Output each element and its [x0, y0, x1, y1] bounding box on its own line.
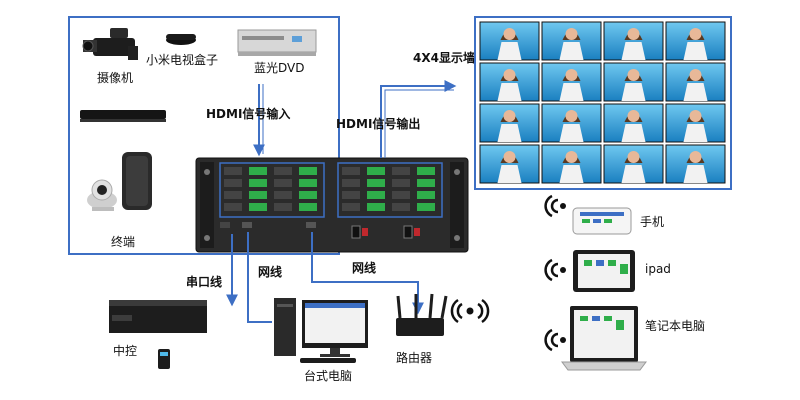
hdmi-port	[299, 203, 317, 211]
hdmi-port	[342, 167, 360, 175]
wall-tile	[541, 21, 602, 61]
bluray-label: 蓝光DVD	[254, 61, 304, 75]
wall-tile	[603, 62, 664, 102]
desktop-label: 台式电脑	[304, 368, 352, 383]
wall-tile	[665, 144, 726, 184]
wall-tile	[665, 103, 726, 143]
hdmi-port	[392, 179, 410, 187]
hdmi-port	[224, 167, 242, 175]
hdmi-port	[342, 191, 360, 199]
hdmi-port	[392, 203, 410, 211]
phone-label: 手机	[640, 215, 664, 229]
hdmi-port	[367, 179, 385, 187]
router-icon	[396, 293, 448, 336]
phone-icon	[572, 207, 632, 235]
wall-tile	[479, 103, 540, 143]
hdmi-port	[224, 179, 242, 187]
hdmi-port	[249, 179, 267, 187]
laptop-label: 笔记本电脑	[645, 318, 705, 333]
wall-tile	[603, 144, 664, 184]
hdmi-port	[249, 167, 267, 175]
tablet-icon	[573, 250, 635, 292]
dvd-player-icon	[237, 29, 317, 56]
hdmi-port	[274, 179, 292, 187]
wifi-icon	[544, 328, 566, 352]
hdmi-port	[367, 167, 385, 175]
tv-box-icon	[166, 34, 196, 45]
hdmi-port	[367, 203, 385, 211]
remote-icon	[158, 349, 170, 369]
network-line-desktop	[247, 232, 272, 323]
wifi-icon	[450, 298, 490, 324]
serial-label: 串口线	[186, 274, 222, 289]
net1-label: 网线	[258, 264, 282, 279]
laptop-icon	[561, 306, 647, 371]
wall-tile	[541, 62, 602, 102]
hdmi-port	[274, 203, 292, 211]
wall-tile	[479, 144, 540, 184]
media-player-icon	[80, 110, 166, 122]
hdmi-port	[249, 191, 267, 199]
hdmi-port	[367, 191, 385, 199]
hdmi-in-label: HDMI信号输入	[206, 106, 290, 121]
wall-tile	[603, 103, 664, 143]
wall-tile	[479, 21, 540, 61]
wall-tile	[479, 62, 540, 102]
wall-tile	[541, 144, 602, 184]
control-label: 中控	[113, 343, 137, 358]
hdmi-port	[392, 167, 410, 175]
net2-label: 网线	[352, 260, 376, 275]
mibox-label: 小米电视盒子	[146, 52, 218, 67]
hdmi-port	[417, 203, 435, 211]
hdmi-port	[224, 191, 242, 199]
wifi-icon	[544, 194, 566, 218]
wall-tile	[665, 62, 726, 102]
wall-label: 4X4显示墙	[413, 50, 475, 65]
camera-label: 摄像机	[97, 70, 133, 85]
desktop-computer-icon	[274, 298, 368, 363]
terminal-label: 终端	[111, 234, 135, 249]
hdmi-out-label: HDMI信号输出	[336, 116, 420, 131]
wall-tile	[541, 103, 602, 143]
network-line-router	[311, 232, 424, 315]
hdmi-port	[274, 167, 292, 175]
hdmi-port	[342, 203, 360, 211]
hdmi-port	[299, 167, 317, 175]
conference-terminal-icon	[87, 152, 152, 211]
wall-tile	[603, 21, 664, 61]
matrix-switcher-icon	[195, 157, 469, 253]
hdmi-out-arrow	[380, 80, 457, 158]
hdmi-port	[224, 203, 242, 211]
wall-tile	[665, 21, 726, 61]
wifi-icon	[544, 258, 566, 282]
hdmi-port	[417, 191, 435, 199]
hdmi-port	[299, 191, 317, 199]
router-label: 路由器	[396, 350, 432, 365]
hdmi-port	[299, 179, 317, 187]
hdmi-port	[249, 203, 267, 211]
hdmi-port	[417, 179, 435, 187]
central-control-icon	[109, 300, 207, 333]
camcorder-icon	[82, 28, 138, 60]
hdmi-port	[342, 179, 360, 187]
hdmi-port	[392, 191, 410, 199]
input-sources-box	[68, 16, 340, 255]
video-wall	[479, 21, 726, 184]
hdmi-port	[274, 191, 292, 199]
ipad-label: ipad	[645, 262, 671, 276]
hdmi-port	[417, 167, 435, 175]
